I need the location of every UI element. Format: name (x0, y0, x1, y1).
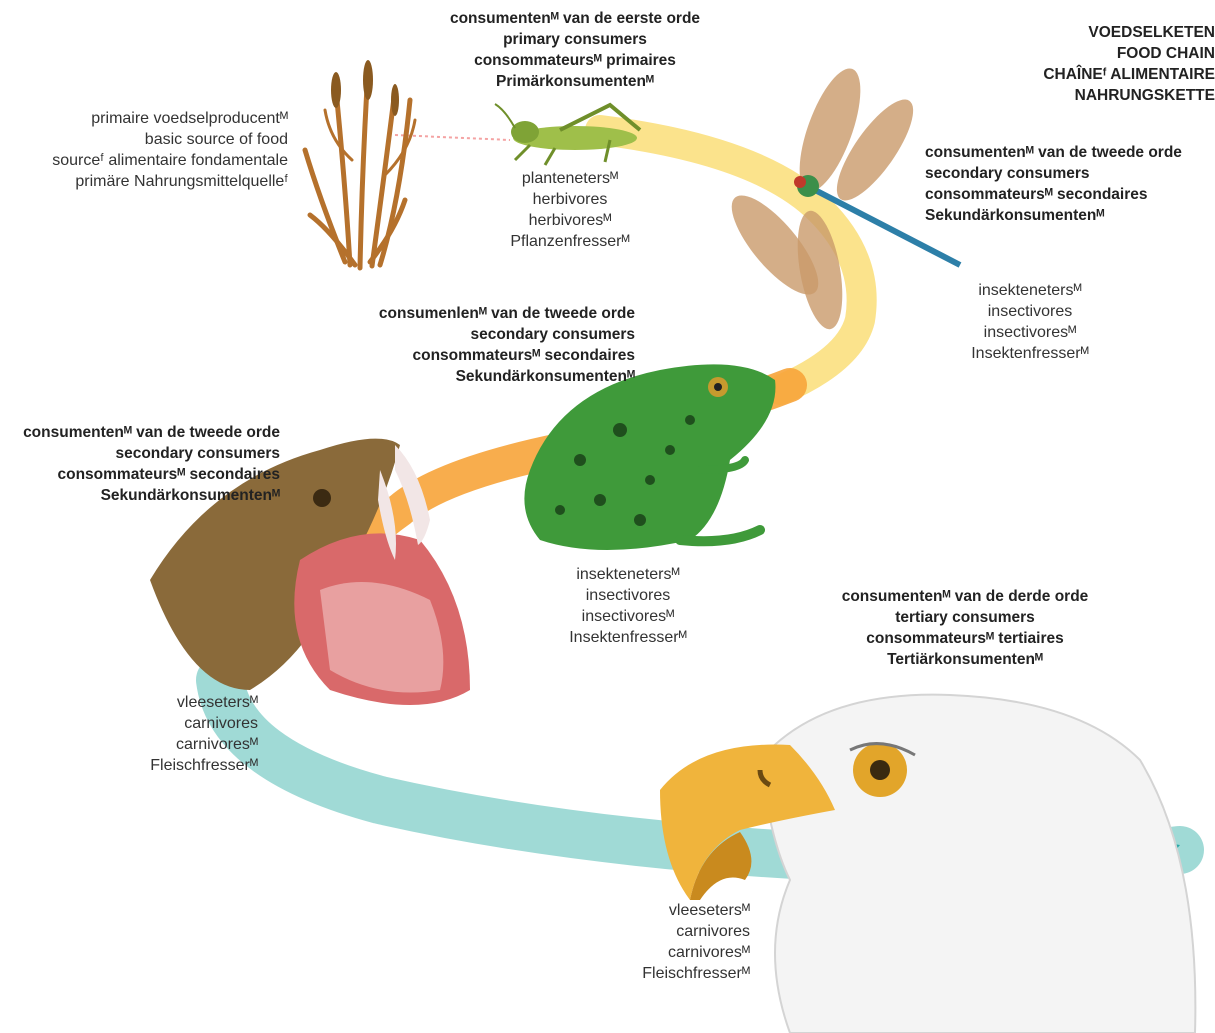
title-dutch: VOEDSELKETEN (1020, 22, 1215, 43)
secondary-consumers-snake-label: consumentenᴹ van de tweede orde secondar… (10, 422, 280, 506)
producer-french: sourceᶠ alimentaire fondamentale (30, 150, 288, 171)
primary-consumers-dutch: consumentenᴹ van de eerste orde (435, 8, 715, 29)
carnivores-eagle-label: vleesetersᴹ carnivores carnivoresᴹ Fleis… (610, 900, 750, 984)
primary-consumers-label: consumentenᴹ van de eerste orde primary … (435, 8, 715, 92)
dragonfly-illustration (718, 61, 960, 332)
secondary-snake-dutch: consumentenᴹ van de tweede orde (10, 422, 280, 443)
herbivores-dutch: plantenetersᴹ (495, 168, 645, 189)
carnivores-snake-label: vleesetersᴹ carnivores carnivoresᴹ Fleis… (120, 692, 258, 776)
tertiary-french: consommateursᴹ tertiaires (830, 628, 1100, 649)
producer-label: primaire voedselproducentᴹ basic source … (30, 108, 288, 192)
insectivores-frog-french: insectivoresᴹ (558, 606, 698, 627)
secondary-dragonfly-french: consommateursᴹ secondaires (925, 184, 1195, 205)
carnivores-snake-german: Fleischfresserᴹ (120, 755, 258, 776)
title-german: NAHRUNGSKETTE (1020, 85, 1215, 106)
insectivores-dragonfly-dutch: insektenetersᴹ (960, 280, 1100, 301)
insectivores-dragonfly-label: insektenetersᴹ insectivores insectivores… (960, 280, 1100, 364)
primary-consumers-english: primary consumers (435, 29, 715, 50)
title-french: CHAÎNEᶠ ALIMENTAIRE (1020, 64, 1215, 85)
wheat-illustration (305, 60, 415, 268)
carnivores-snake-dutch: vleesetersᴹ (120, 692, 258, 713)
frog-illustration (524, 364, 775, 550)
secondary-snake-german: Sekundärkonsumentenᴹ (10, 485, 280, 506)
secondary-consumers-dragonfly-label: consumentenᴹ van de tweede orde secondar… (925, 142, 1195, 226)
secondary-frog-english: secondary consumers (360, 324, 635, 345)
secondary-frog-french: consommateursᴹ secondaires (360, 345, 635, 366)
title-block: VOEDSELKETEN FOOD CHAIN CHAÎNEᶠ ALIMENTA… (1020, 22, 1215, 106)
insectivores-frog-label: insektenetersᴹ insectivores insectivores… (558, 564, 698, 648)
insectivores-dragonfly-english: insectivores (960, 301, 1100, 322)
carnivores-eagle-french: carnivoresᴹ (610, 942, 750, 963)
tertiary-german: Tertiärkonsumentenᴹ (830, 649, 1100, 670)
insectivores-dragonfly-french: insectivoresᴹ (960, 322, 1100, 343)
title-english: FOOD CHAIN (1020, 43, 1215, 64)
primary-consumers-french: consommateursᴹ primaires (435, 50, 715, 71)
insectivores-frog-dutch: insektenetersᴹ (558, 564, 698, 585)
grasshopper-illustration (495, 104, 640, 165)
producer-dutch: primaire voedselproducentᴹ (30, 108, 288, 129)
tertiary-consumers-label: consumentenᴹ van de derde orde tertiary … (830, 586, 1100, 670)
herbivores-german: Pflanzenfresserᴹ (495, 231, 645, 252)
herbivores-french: herbivoresᴹ (495, 210, 645, 231)
secondary-dragonfly-german: Sekundärkonsumentenᴹ (925, 205, 1195, 226)
tertiary-english: tertiary consumers (830, 607, 1100, 628)
secondary-snake-english: secondary consumers (10, 443, 280, 464)
producer-german: primäre Nahrungsmittelquelleᶠ (30, 171, 288, 192)
primary-consumers-german: Primärkonsumentenᴹ (435, 71, 715, 92)
carnivores-snake-english: carnivores (120, 713, 258, 734)
producer-english: basic source of food (30, 129, 288, 150)
herbivores-english: herbivores (495, 189, 645, 210)
carnivores-snake-french: carnivoresᴹ (120, 734, 258, 755)
carnivores-eagle-english: carnivores (610, 921, 750, 942)
insectivores-frog-german: Insektenfresserᴹ (558, 627, 698, 648)
secondary-dragonfly-english: secondary consumers (925, 163, 1195, 184)
herbivores-label: plantenetersᴹ herbivores herbivoresᴹ Pfl… (495, 168, 645, 252)
secondary-snake-french: consommateursᴹ secondaires (10, 464, 280, 485)
carnivores-eagle-german: Fleischfresserᴹ (610, 963, 750, 984)
carnivores-eagle-dutch: vleesetersᴹ (610, 900, 750, 921)
tertiary-dutch: consumentenᴹ van de derde orde (830, 586, 1100, 607)
insectivores-dragonfly-german: Insektenfresserᴹ (960, 343, 1100, 364)
secondary-frog-german: Sekundärkonsumentenᴹ (360, 366, 635, 387)
secondary-consumers-frog-label: consumenlenᴹ van de tweede orde secondar… (360, 303, 635, 387)
insectivores-frog-english: insectivores (558, 585, 698, 606)
secondary-dragonfly-dutch: consumentenᴹ van de tweede orde (925, 142, 1195, 163)
secondary-frog-dutch: consumenlenᴹ van de tweede orde (360, 303, 635, 324)
